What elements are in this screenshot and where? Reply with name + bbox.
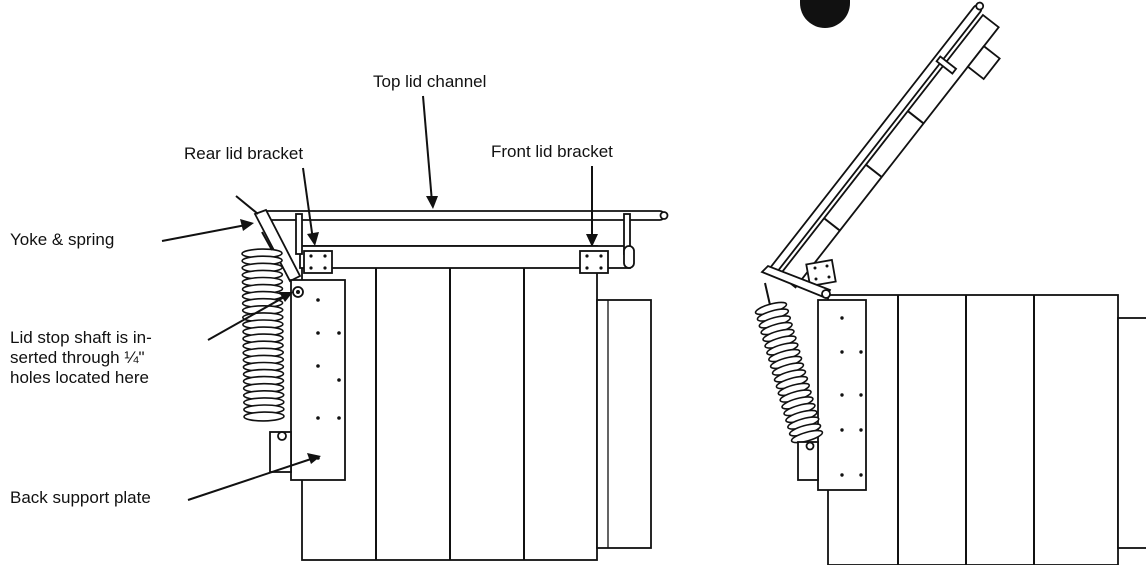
- label-lid-stop-line: Lid stop shaft is in-: [10, 328, 152, 347]
- yoke-arm-right: [760, 264, 832, 300]
- label-yoke-spring: Yoke & spring: [10, 230, 115, 249]
- label-front-lid-bracket: Front lid bracket: [491, 142, 613, 161]
- spring-coil-left: [241, 248, 285, 422]
- opened-lid: [767, 1, 1001, 289]
- channel-post: [295, 213, 303, 255]
- side-box-left-view: [596, 299, 652, 549]
- open-lid-view: [754, 1, 1146, 565]
- closed-lid-view: [235, 195, 669, 561]
- spring-anchor-block-right: [797, 441, 819, 481]
- label-top-lid-channel: Top lid channel: [373, 72, 487, 91]
- opened-lid-channel: [767, 4, 983, 276]
- side-box-right-view: [1117, 317, 1146, 549]
- spring-top-link: [261, 231, 273, 251]
- leader-arrows: [161, 95, 598, 501]
- label-rear-lid-bracket: Rear lid bracket: [184, 144, 304, 163]
- top-lid-channel-rod: [261, 210, 665, 221]
- yoke-arm-tip: [235, 195, 259, 215]
- spring-bottom-eye: [277, 431, 287, 441]
- opened-lid-post: [935, 55, 958, 75]
- cabinet-body-right: [827, 294, 1119, 565]
- label-lid-stop-line: serted through ¼": [10, 348, 145, 367]
- spring-coil-turn: [243, 411, 285, 422]
- opened-lid-frame: [778, 13, 1000, 289]
- spring-coil-right: [754, 301, 824, 444]
- opened-front-bracket: [966, 44, 1001, 81]
- channel-end-pin: [659, 211, 669, 220]
- front-lid-bracket-plate: [579, 250, 609, 274]
- label-lid-stop-line: holes located here: [10, 368, 149, 387]
- label-back-support-plate: Back support plate: [10, 488, 151, 507]
- back-support-plate-shape: [290, 279, 346, 481]
- spring-coil-turn: [790, 429, 824, 444]
- front-pivot-knuckle: [623, 245, 635, 269]
- rear-lid-bracket-plate: [303, 250, 333, 274]
- label-lid-stop-shaft: Lid stop shaft is in- serted through ¼" …: [10, 328, 210, 388]
- opened-channel-end-pin: [975, 1, 985, 11]
